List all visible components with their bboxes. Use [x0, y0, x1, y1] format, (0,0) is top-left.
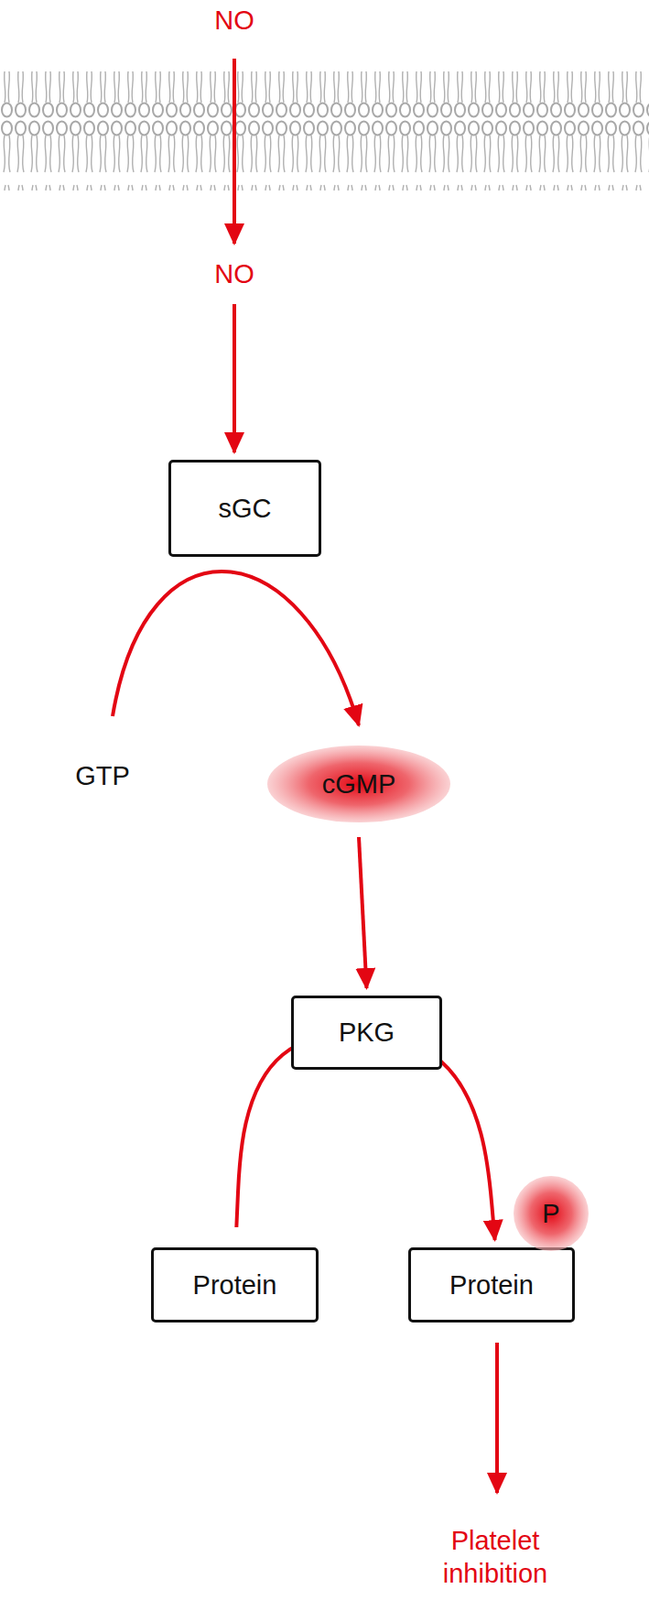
node-text: Protein	[193, 1269, 278, 1300]
protein-box: Protein	[151, 1246, 319, 1322]
protein-box: Protein	[408, 1246, 575, 1322]
effect-label: Platelet inhibition	[417, 1523, 574, 1591]
phosphate-circle: P	[513, 1175, 589, 1251]
cell-membrane	[0, 71, 649, 191]
shape-fill	[513, 1175, 589, 1251]
messenger-ellipse: cGMP	[267, 745, 451, 823]
molecule-label: NO	[214, 257, 255, 291]
node-text: cGMP	[322, 768, 397, 800]
substrate-label: GTP	[75, 758, 130, 792]
conversion-arrow	[112, 571, 359, 725]
node-text: sGC	[218, 493, 272, 524]
node-text: PKG	[338, 1016, 395, 1048]
molecule-label: NO	[214, 3, 255, 37]
pathway-arrow	[358, 836, 368, 988]
enzyme-box: sGC	[168, 459, 322, 557]
no-activation-arrow	[232, 303, 237, 453]
node-text: P	[541, 1198, 560, 1229]
no-diffusion-arrow	[232, 58, 237, 244]
kinase-box: PKG	[291, 995, 443, 1070]
effect-arrow	[495, 1341, 499, 1493]
shape-fill	[267, 745, 451, 823]
node-text: Protein	[449, 1269, 534, 1300]
